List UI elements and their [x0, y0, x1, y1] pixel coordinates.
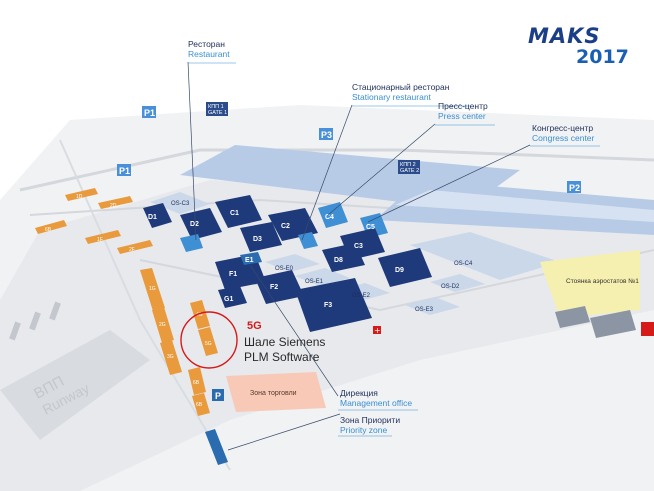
callout-ru: Ресторан [188, 39, 225, 49]
svg-text:6B: 6B [193, 380, 200, 386]
svg-text:2D: 2D [110, 203, 117, 209]
svg-text:OS-E1: OS-E1 [305, 279, 324, 285]
hangars [555, 306, 636, 338]
svg-text:1G: 1G [149, 286, 156, 292]
svg-text:GATE 2: GATE 2 [400, 168, 419, 174]
svg-text:OS-E3: OS-E3 [415, 307, 434, 313]
open-space-pads [150, 192, 560, 315]
svg-text:OS-E2: OS-E2 [352, 293, 371, 299]
trade-zone [226, 372, 326, 412]
callout-en: Management office [340, 397, 413, 408]
callout-ru: Пресс-центр [438, 101, 488, 111]
priority-zone-block [205, 429, 228, 465]
svg-text:1F: 1F [97, 237, 103, 243]
svg-text:3G: 3G [167, 354, 174, 360]
warning-icon [641, 322, 654, 336]
svg-text:P: P [215, 391, 221, 401]
highlight-line1: Шале Siemens [244, 335, 326, 349]
callout-ru: Дирекция [340, 388, 378, 398]
svg-text:6B: 6B [196, 402, 203, 408]
svg-text:C5: C5 [366, 224, 375, 231]
logo-brand: MAKS [528, 24, 601, 48]
svg-text:OS-E0: OS-E0 [275, 266, 294, 272]
svg-text:КПП 2: КПП 2 [400, 162, 416, 168]
svg-text:C1: C1 [230, 210, 239, 217]
callout-en: Congress center [532, 132, 595, 143]
callout-en: Press center [438, 110, 486, 121]
exhibition-halls [143, 195, 432, 332]
svg-text:D1: D1 [148, 214, 157, 221]
svg-text:OS-D2: OS-D2 [441, 284, 460, 290]
medical-icon [373, 326, 381, 334]
maks-logo: MAKS 2017 [526, 24, 630, 70]
runway-markings [9, 301, 61, 341]
trade-zone-label: Зона торговли [250, 390, 297, 397]
road [59, 139, 231, 471]
callout-ru: Стационарный ресторан [352, 82, 450, 92]
callout-congress-center: Конгресс-центр Congress center [532, 123, 595, 144]
aerostat-zone-label: Стоянка аэростатов №1 [566, 278, 639, 285]
svg-text:OS-C3: OS-C3 [171, 201, 190, 207]
aerostat-zone [540, 250, 640, 318]
svg-text:OS-C4: OS-C4 [454, 261, 473, 267]
callout-press-center: Пресс-центр Press center [438, 101, 488, 122]
apron-stripe-light [395, 190, 654, 222]
svg-text:КПП 1: КПП 1 [208, 104, 224, 110]
chalets [35, 188, 218, 416]
gates [206, 102, 420, 174]
callout-en: Priority zone [340, 424, 388, 435]
leader-lines [187, 61, 531, 451]
callout-stationary-restaurant: Стационарный ресторан Stationary restaur… [352, 82, 450, 103]
svg-text:P2: P2 [569, 183, 580, 193]
callout-underlines [188, 62, 600, 437]
svg-text:GATE 1: GATE 1 [208, 110, 227, 116]
svg-text:1D: 1D [76, 194, 83, 200]
svg-text:2G: 2G [159, 322, 166, 328]
callout-ru: Зона Приорити [340, 415, 401, 425]
highlight-code: 5G [247, 320, 262, 332]
svg-text:D8: D8 [334, 257, 343, 264]
highlight-circle [180, 311, 238, 369]
callout-management-office: Дирекция Management office [340, 388, 413, 409]
svg-text:4G: 4G [196, 312, 203, 318]
svg-text:F3: F3 [324, 302, 332, 309]
callout-ru: Конгресс-центр [532, 123, 594, 133]
svg-text:P1: P1 [119, 166, 130, 176]
medical-cross: + [374, 326, 381, 335]
svg-text:F1: F1 [229, 271, 237, 278]
svg-text:D2: D2 [190, 221, 199, 228]
svg-text:2F: 2F [129, 247, 135, 253]
callout-en: Stationary restaurant [352, 91, 431, 102]
svg-text:5G: 5G [205, 341, 212, 347]
svg-text:C4: C4 [325, 214, 334, 221]
svg-text:P3: P3 [321, 130, 332, 140]
callout-en: Restaurant [188, 48, 230, 59]
svg-text:D9: D9 [395, 267, 404, 274]
svg-text:6B: 6B [45, 227, 52, 233]
logo-year: 2017 [576, 46, 629, 68]
highlight-title: Шале Siemens PLM Software [244, 335, 325, 365]
parking-area [117, 106, 581, 401]
svg-text:C2: C2 [281, 223, 290, 230]
callout-restaurant: Ресторан Restaurant [188, 39, 230, 60]
svg-text:P1: P1 [144, 108, 155, 118]
svg-text:E1: E1 [245, 257, 254, 264]
chalet-labels: 1D 2D 6B 1F 2F 1G 2G 3G 4G 5G 6B 6B [45, 194, 212, 408]
svg-text:G1: G1 [224, 296, 233, 303]
callout-priority-zone: Зона Приорити Priority zone [340, 415, 401, 436]
road [19, 148, 654, 192]
svg-text:D3: D3 [253, 236, 262, 243]
runway-strip [0, 330, 150, 440]
svg-text:F2: F2 [270, 284, 278, 291]
svg-text:C3: C3 [354, 243, 363, 250]
highlight-line2: PLM Software [244, 350, 320, 364]
